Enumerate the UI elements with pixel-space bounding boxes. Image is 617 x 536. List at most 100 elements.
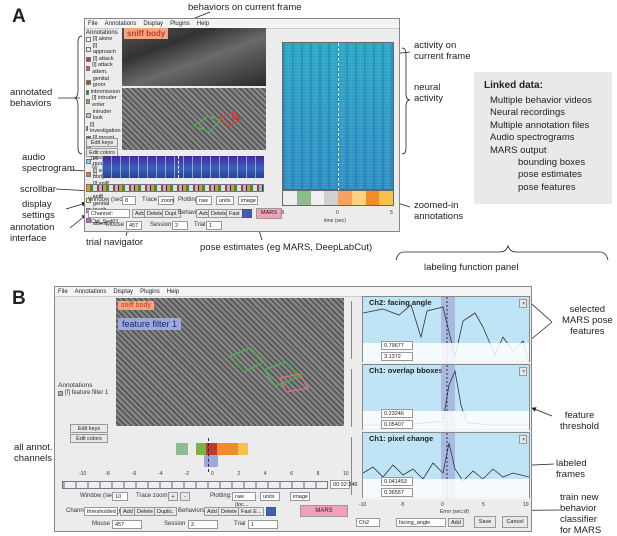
annotation-item[interactable]: intruder look	[86, 109, 120, 122]
mars-button-a[interactable]: MARS	[256, 208, 282, 219]
annotation-item[interactable]: [l] alone	[86, 36, 120, 43]
save-button[interactable]: Save	[474, 516, 496, 528]
menu-annotations[interactable]: Annotations	[104, 20, 137, 27]
menu-annotations-b[interactable]: Annotations	[74, 288, 107, 295]
zoomed-annotation-segment	[296, 191, 311, 205]
timeline-tick: -8	[105, 471, 110, 477]
feature-axis-tick: 0	[441, 502, 444, 508]
close-icon[interactable]: ×	[519, 299, 527, 308]
behavior-fast-button-a[interactable]: Fast	[226, 209, 243, 218]
annotation-swatch	[86, 89, 89, 95]
menu-display-b[interactable]: Display	[113, 288, 134, 295]
trace-select-a[interactable]: zoom	[158, 196, 174, 205]
annotation-item[interactable]: [l] attack attem.	[86, 62, 120, 75]
channel-duplicate-button-a[interactable]: Dupl.	[162, 209, 181, 218]
menu-display[interactable]: Display	[143, 20, 164, 27]
trial-select-b[interactable]: 1	[248, 520, 278, 529]
trial-select-a[interactable]: 1	[206, 221, 222, 230]
annotation-item[interactable]: [l] attack	[86, 56, 120, 63]
session-label-a: Session	[150, 222, 172, 228]
cancel-button[interactable]: Cancel	[502, 516, 528, 528]
channel-select-feature[interactable]: Ch2	[356, 518, 380, 527]
menu-plugins[interactable]: Plugins	[170, 20, 190, 27]
threshold-slider[interactable]	[351, 301, 361, 359]
annotation-item[interactable]: [l] approach	[86, 43, 120, 56]
menu-help-b[interactable]: Help	[166, 288, 180, 295]
annot-channel-strip	[196, 443, 249, 455]
annotation-item[interactable]: genital groor	[86, 76, 120, 89]
window-input-a[interactable]: 8	[122, 196, 136, 205]
threshold-upper-input[interactable]: 0.041453	[381, 477, 413, 486]
behavior-delete-button-b[interactable]: Delete	[218, 507, 240, 516]
annotation-label: intruder look	[92, 108, 112, 122]
units-select-b[interactable]: units	[260, 492, 280, 501]
annotation-item[interactable]: intromission	[86, 89, 120, 96]
behavior-label-a: Behavior	[178, 210, 202, 216]
threshold-slider[interactable]	[351, 369, 361, 427]
annotation-item-b[interactable]: [f] feature filter 1	[58, 390, 108, 396]
channel-select-a[interactable]: Channel: Ctrl_Sed01	[88, 209, 130, 225]
plotting-select-b[interactable]: raw (loc...	[232, 492, 256, 508]
behavior-fast-button-b[interactable]: Fast E...	[238, 507, 265, 516]
window-input-b[interactable]: 10	[112, 492, 128, 501]
annotation-item[interactable]: [l] intruder enter	[86, 95, 120, 108]
panel-b-letter: B	[12, 288, 26, 309]
annotation-item[interactable]: sniff genital	[86, 194, 120, 207]
channel-duplicate-button-b[interactable]: Duplic.	[154, 507, 177, 516]
annotation-scrollbar-a[interactable]	[86, 184, 264, 192]
trace-zoom-out-button[interactable]: -	[180, 492, 190, 501]
mars-button-b[interactable]: MARS	[300, 505, 348, 517]
save-disk-icon-b[interactable]	[266, 507, 276, 516]
audio-spectrogram-a	[102, 156, 264, 178]
session-select-a[interactable]: 2	[172, 221, 188, 230]
trace-label-a: Trace	[142, 197, 158, 203]
save-disk-icon-a[interactable]	[242, 209, 252, 218]
image-select-b[interactable]: image	[290, 492, 310, 501]
threshold-upper-input[interactable]: 0.79677	[381, 341, 413, 350]
menu-file-b[interactable]: File	[58, 288, 68, 295]
mouse-select-a[interactable]: 457	[126, 221, 142, 230]
menu-plugins-b[interactable]: Plugins	[140, 288, 160, 295]
mouse-select-b[interactable]: 457	[112, 520, 142, 529]
annotation-label: [l] attack attem.	[92, 62, 113, 75]
annotation-label: post mount	[92, 154, 109, 168]
annotation-label: [l] approach	[92, 42, 116, 56]
threshold-lower-input[interactable]: 0.36557	[381, 488, 413, 497]
timeline-scrollbar-b[interactable]	[62, 481, 328, 489]
channel-delete-button-b[interactable]: Delete	[134, 507, 156, 516]
feature-filter-tag-b: feature filter 1	[118, 318, 182, 330]
menu-file[interactable]: File	[88, 20, 98, 27]
video-front-view-a	[122, 88, 266, 150]
annotation-item-label-b: [f] feature filter 1	[65, 390, 109, 396]
annotation-item[interactable]: post mount	[86, 155, 120, 168]
annotation-item[interactable]: [l] sniff body	[86, 168, 120, 181]
edit-keys-button-b[interactable]: Edit keys	[70, 424, 108, 433]
threshold-lower-input[interactable]: 3.1372	[381, 352, 413, 361]
units-select-a[interactable]: units	[216, 196, 234, 205]
threshold-lower-input[interactable]: 0.05407	[381, 420, 413, 429]
timeline-tick: 4	[263, 471, 267, 477]
feature-add-button[interactable]: Add	[448, 518, 464, 527]
close-icon[interactable]: ×	[519, 367, 527, 376]
feature-select[interactable]: facing_angle	[396, 518, 446, 527]
annotation-label: [l] investigation	[90, 121, 121, 135]
edit-colors-button-b[interactable]: Edit colors	[70, 434, 108, 443]
edit-keys-button-a[interactable]: Edit keys	[86, 138, 118, 147]
threshold-upper-input[interactable]: 0.23246	[381, 409, 413, 418]
plotting-select-a[interactable]: raw	[196, 196, 212, 205]
linked-item: Neural recordings	[490, 107, 565, 119]
annotation-item[interactable]: [l] investigation	[86, 121, 121, 135]
image-select-a[interactable]: image	[238, 196, 258, 205]
timeline-cursor-b	[208, 438, 209, 472]
channel-select-b[interactable]: thresholded_fe...	[84, 507, 128, 516]
trace-zoom-in-button[interactable]: +	[168, 492, 178, 501]
menu-help[interactable]: Help	[196, 20, 210, 27]
close-icon[interactable]: ×	[519, 435, 527, 444]
threshold-slider[interactable]	[351, 437, 361, 495]
trial-label-a: Trial	[194, 222, 206, 228]
session-select-b[interactable]: 2	[188, 520, 218, 529]
